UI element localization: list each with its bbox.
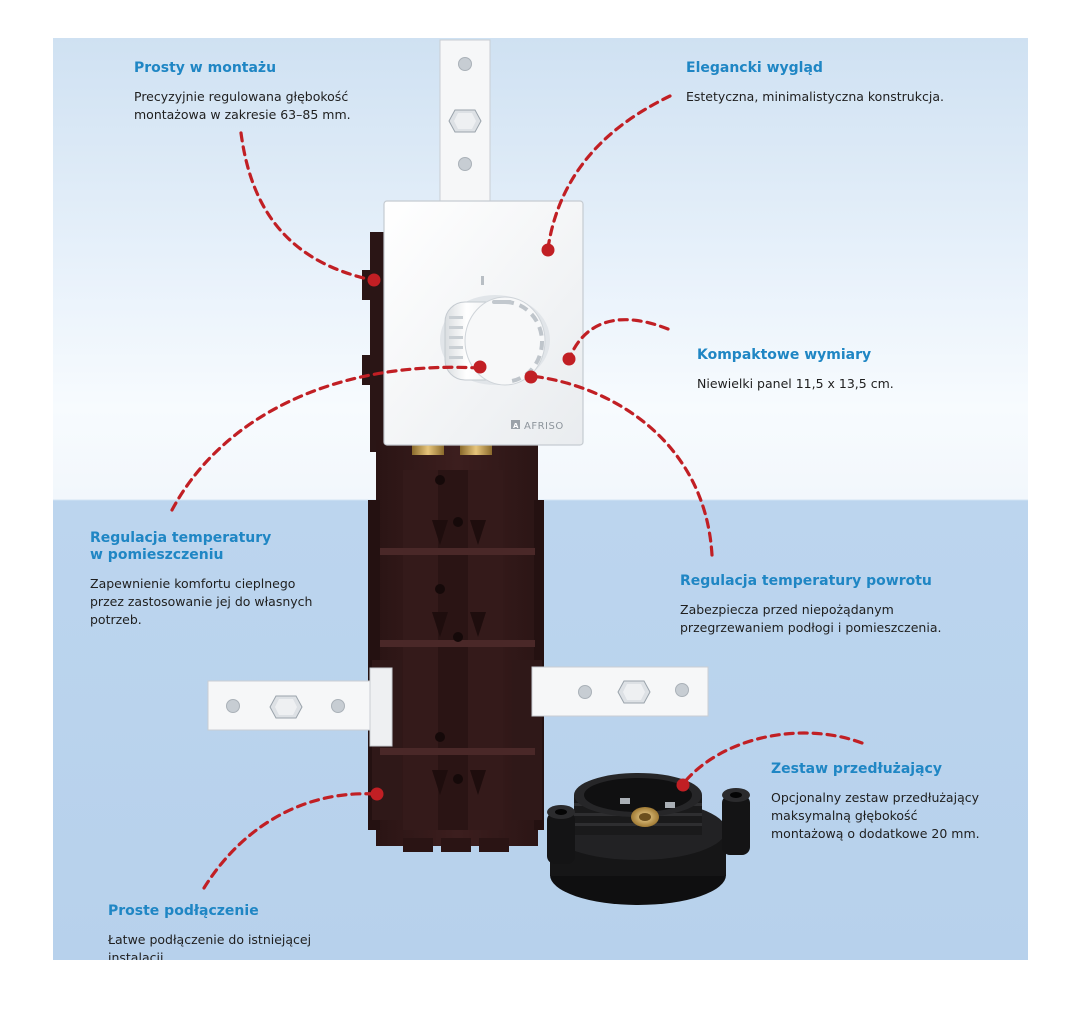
- panel-bottom-cut: [0, 960, 1067, 1014]
- marker-room-temperature: [473, 360, 487, 374]
- callout-heading: Zestaw przedłużający: [771, 761, 942, 777]
- callout-description: Zapewnienie komfortu cieplnego przez zas…: [90, 576, 313, 627]
- leader-line-appearance: [546, 94, 672, 250]
- callout-description: Precyzyjnie regulowana głębokość montażo…: [134, 89, 351, 122]
- bolt-icon: [617, 680, 651, 704]
- callout-heading: Elegancki wygląd: [686, 60, 823, 76]
- marker-extension-kit: [676, 778, 690, 792]
- svg-text:AFRISO: AFRISO: [524, 421, 564, 432]
- callout-heading: Regulacja temperatury w pomieszczeniu: [90, 530, 272, 563]
- callout-mounting: Prosty w montażu Precyzyjnie regulowana …: [134, 60, 414, 124]
- leader-line-extension-kit: [681, 731, 864, 786]
- extension-kit: [547, 773, 750, 905]
- callout-description: Zabezpiecza przed niepożądanym przegrzew…: [680, 602, 942, 635]
- marker-return-temperature: [524, 370, 538, 384]
- bolt-icon: [269, 695, 303, 719]
- callout-description: Opcjonalny zestaw przedłużający maksymal…: [771, 790, 980, 841]
- callout-dimensions: Kompaktowe wymiary Niewielki panel 11,5 …: [697, 347, 1007, 393]
- callout-markers: [367, 243, 690, 801]
- thermostat-knob: [440, 295, 550, 386]
- marker-dimensions: [562, 352, 576, 366]
- afriso-logo: A AFRISO: [511, 420, 564, 432]
- callout-appearance: Elegancki wygląd Estetyczna, minimalisty…: [686, 60, 1016, 106]
- callout-extension-kit: Zestaw przedłużający Opcjonalny zestaw p…: [771, 761, 1021, 843]
- callout-heading: Proste podłączenie: [108, 903, 259, 919]
- svg-text:A: A: [513, 422, 519, 430]
- callout-return-temperature: Regulacja temperatury powrotu Zabezpiecz…: [680, 573, 1020, 637]
- callout-description: Estetyczna, minimalistyczna konstrukcja.: [686, 89, 944, 104]
- marker-connection: [370, 787, 384, 801]
- left-mounting-bracket: [207, 667, 393, 747]
- callout-heading: Regulacja temperatury powrotu: [680, 573, 932, 589]
- leader-lines: [170, 94, 864, 890]
- callout-connection: Proste podłączenie Łatwe podłączenie do …: [108, 903, 388, 967]
- leader-line-connection: [202, 792, 378, 890]
- callout-description: Niewielki panel 11,5 x 13,5 cm.: [697, 376, 894, 391]
- marker-mounting: [367, 273, 381, 287]
- leader-line-dimensions: [567, 318, 670, 361]
- leader-line-mounting: [239, 131, 374, 282]
- top-mounting-bracket: [439, 39, 491, 213]
- callout-heading: Prosty w montażu: [134, 60, 277, 76]
- callout-room-temperature: Regulacja temperatury w pomieszczeniu Za…: [90, 530, 390, 629]
- bolt-icon: [448, 109, 482, 133]
- leader-line-room-temperature: [170, 365, 481, 512]
- marker-appearance: [541, 243, 555, 257]
- callout-heading: Kompaktowe wymiary: [697, 347, 872, 363]
- leader-line-return-temperature: [529, 374, 714, 557]
- right-mounting-bracket: [531, 666, 709, 717]
